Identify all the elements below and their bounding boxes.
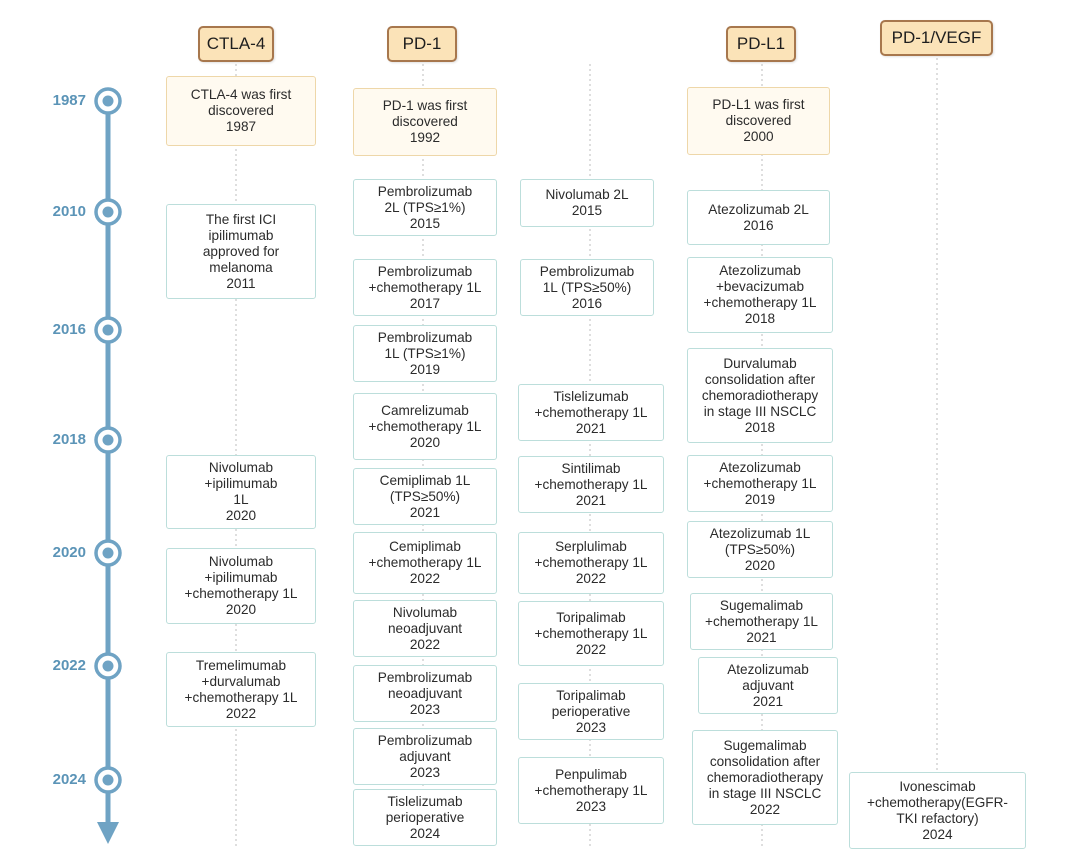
year-marker-dot xyxy=(102,95,114,107)
year-marker-dot xyxy=(102,660,114,672)
year-marker-dot xyxy=(102,324,114,336)
header-pd1-vegf: PD-1/VEGF xyxy=(880,20,993,56)
event-box-ctla4-nivolumab-ipilimumab-2020: Nivolumab +ipilimumab 1L 2020 xyxy=(166,455,316,529)
event-box-pd1-camrelizumab-2020: Camrelizumab +chemotherapy 1L 2020 xyxy=(353,393,497,460)
event-box-pd1-pembrolizumab-adjuvant-2023: Pembrolizumab adjuvant 2023 xyxy=(353,728,497,785)
event-box-pd1-nivolumab-neoadjuvant-2022: Nivolumab neoadjuvant 2022 xyxy=(353,600,497,657)
event-box-pdl1-atezolizumab-2l-2016: Atezolizumab 2L 2016 xyxy=(687,190,830,245)
event-box-pd1vegf-ivonescimab-2024: Ivonescimab +chemotherapy(EGFR- TKI refa… xyxy=(849,772,1026,849)
event-box-pd1-discovery: PD-1 was first discovered 1992 xyxy=(353,88,497,156)
event-box-pd1b-serplulimab-2022: Serplulimab +chemotherapy 1L 2022 xyxy=(518,532,664,594)
event-box-pdl1-atezolizumab-bev-2018: Atezolizumab +bevacizumab +chemotherapy … xyxy=(687,257,833,333)
year-marker-dot xyxy=(102,434,114,446)
event-box-pd1b-penpulimab-2023: Penpulimab +chemotherapy 1L 2023 xyxy=(518,757,664,824)
event-box-ctla4-ipilimumab-2011: The first ICI ipilimumab approved for me… xyxy=(166,204,316,299)
event-box-pd1-tislelizumab-perioperative-2024: Tislelizumab perioperative 2024 xyxy=(353,789,497,846)
year-marker-dot xyxy=(102,206,114,218)
year-label: 2016 xyxy=(52,321,86,338)
event-box-pd1b-tislelizumab-2021: Tislelizumab +chemotherapy 1L 2021 xyxy=(518,384,664,441)
event-box-pd1-pembrolizumab-neoadjuvant-2023: Pembrolizumab neoadjuvant 2023 xyxy=(353,665,497,722)
event-box-pd1-pembrolizumab-chemo-2017: Pembrolizumab +chemotherapy 1L 2017 xyxy=(353,259,497,316)
year-label: 2018 xyxy=(52,431,86,448)
header-pd1: PD-1 xyxy=(387,26,457,62)
event-box-ctla4-discovery: CTLA-4 was first discovered 1987 xyxy=(166,76,316,146)
event-box-pdl1-durvalumab-2018: Durvalumab consolidation after chemoradi… xyxy=(687,348,833,443)
event-box-pdl1-sugemalimab-consolidation-2022: Sugemalimab consolidation after chemorad… xyxy=(692,730,838,825)
event-box-pd1-cemiplimab-chemo-2022: Cemiplimab +chemotherapy 1L 2022 xyxy=(353,532,497,594)
event-box-pdl1-atezolizumab-1l-2020: Atezolizumab 1L (TPS≥50%) 2020 xyxy=(687,521,833,578)
event-box-pdl1-discovery: PD-L1 was first discovered 2000 xyxy=(687,87,830,155)
year-marker-dot xyxy=(102,547,114,559)
event-box-pd1b-nivolumab-2l-2015: Nivolumab 2L 2015 xyxy=(520,179,654,227)
header-pdl1: PD-L1 xyxy=(726,26,796,62)
event-box-pd1-pembrolizumab-1l-2019: Pembrolizumab 1L (TPS≥1%) 2019 xyxy=(353,325,497,382)
event-box-pd1-cemiplimab-1l-2021: Cemiplimab 1L (TPS≥50%) 2021 xyxy=(353,468,497,525)
event-box-pdl1-atezolizumab-chemo-2019: Atezolizumab +chemotherapy 1L 2019 xyxy=(687,455,833,512)
year-label: 2022 xyxy=(52,657,86,674)
event-box-ctla4-tremelimumab-2022: Tremelimumab +durvalumab +chemotherapy 1… xyxy=(166,652,316,727)
event-box-pd1b-toripalimab-2022: Toripalimab +chemotherapy 1L 2022 xyxy=(518,601,664,666)
header-ctla4: CTLA-4 xyxy=(198,26,274,62)
event-box-pd1b-sintilimab-2021: Sintilimab +chemotherapy 1L 2021 xyxy=(518,456,664,513)
year-label: 2024 xyxy=(52,771,86,788)
event-box-pdl1-atezolizumab-adjuvant-2021: Atezolizumab adjuvant 2021 xyxy=(698,657,838,714)
year-marker-dot xyxy=(102,774,114,786)
year-label: 1987 xyxy=(52,92,86,109)
event-box-pdl1-sugemalimab-2021: Sugemalimab +chemotherapy 1L 2021 xyxy=(690,593,833,650)
event-box-ctla4-nivolumab-ipilimumab-chemo-2020: Nivolumab +ipilimumab +chemotherapy 1L 2… xyxy=(166,548,316,624)
timeline-arrow-head xyxy=(97,822,119,844)
event-box-pd1b-pembrolizumab-1l-2016: Pembrolizumab 1L (TPS≥50%) 2016 xyxy=(520,259,654,316)
year-label: 2010 xyxy=(52,203,86,220)
event-box-pd1b-toripalimab-perioperative-2023: Toripalimab perioperative 2023 xyxy=(518,683,664,740)
event-box-pd1-pembrolizumab-2l-2015: Pembrolizumab 2L (TPS≥1%) 2015 xyxy=(353,179,497,236)
year-label: 2020 xyxy=(52,544,86,561)
